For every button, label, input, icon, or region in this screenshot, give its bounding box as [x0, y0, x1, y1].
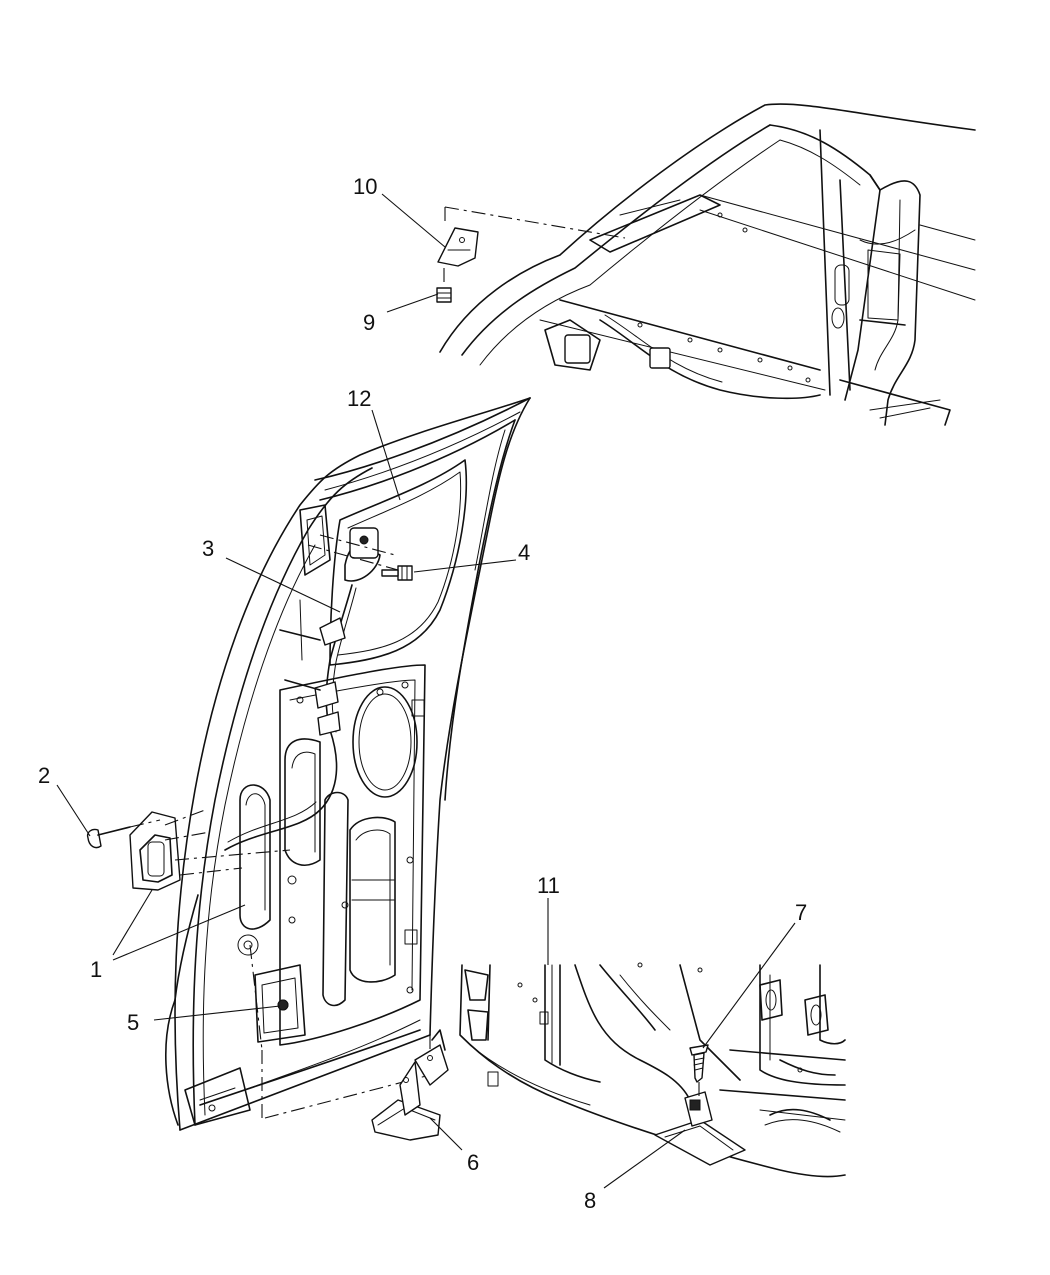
callout-5: 5: [127, 1010, 139, 1035]
cab-pillar-view: [439, 103, 976, 426]
screw-7: [689, 1044, 709, 1100]
callout-7: 7: [795, 900, 807, 925]
callout-2: 2: [38, 763, 50, 788]
callout-3: 3: [202, 536, 214, 561]
door-check-6: [371, 1029, 449, 1141]
screw-2: [86, 819, 161, 849]
floor-rocker-view: [459, 962, 846, 1178]
bolt-4: [381, 565, 413, 581]
handle-1: [129, 809, 291, 891]
nut-5: [277, 999, 289, 1011]
callout-10: 10: [353, 174, 377, 199]
latch-cable-3: [224, 504, 399, 851]
callout-11: 11: [537, 873, 560, 898]
callout-1: 1: [90, 957, 102, 982]
callout-9: 9: [363, 310, 375, 335]
callout-6: 6: [467, 1150, 479, 1175]
bracket-10: [437, 227, 479, 285]
bolt-9: [436, 287, 452, 303]
callout-12: 12: [347, 386, 371, 411]
rear-door: [164, 397, 531, 1131]
callout-4: 4: [518, 540, 530, 565]
leader-lines: [56, 193, 796, 1189]
callout-8: 8: [584, 1188, 596, 1213]
callout-labels: 10 9 12 3 4 2 1 5 6 11 7 8: [38, 174, 807, 1213]
